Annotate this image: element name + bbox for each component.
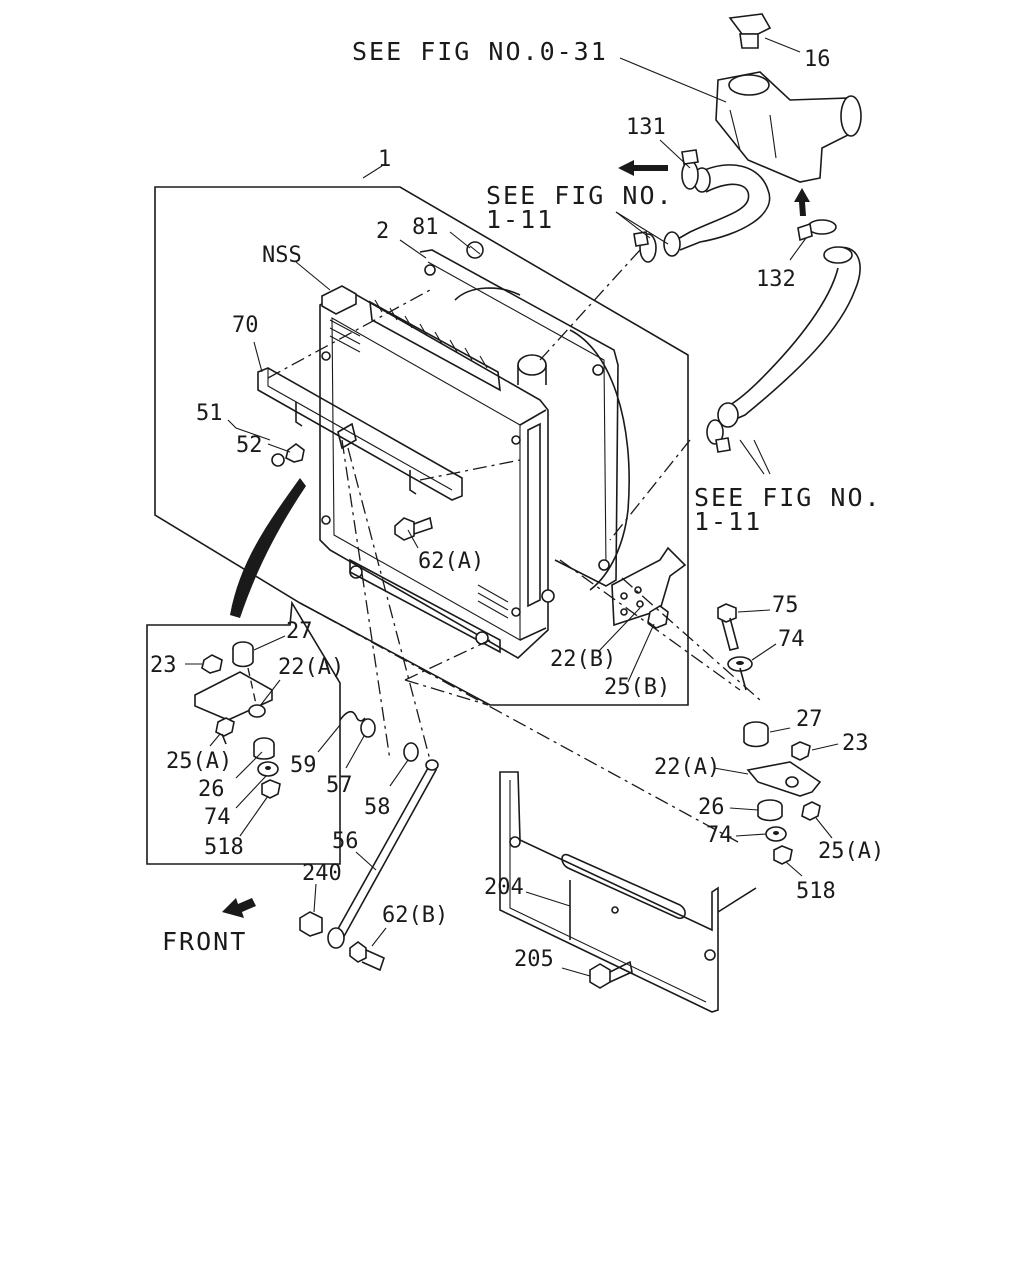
reference-fig-1-11-top-line2: 1-11 — [486, 205, 554, 234]
clamp-upper-hose — [633, 231, 657, 263]
front-label: FRONT — [162, 927, 247, 956]
reference-fig-1-11-top-line1: SEE FIG NO. — [486, 181, 674, 210]
upper-bracket-70 — [257, 367, 463, 501]
label-part-132: 132 — [756, 267, 796, 292]
label-part-22a-inset: 22(A) — [278, 655, 344, 680]
bolt-62a — [394, 516, 433, 541]
label-part-23-inset: 23 — [150, 653, 177, 678]
label-part-74-right: 74 — [706, 823, 733, 848]
label-part-25a-inset: 25(A) — [166, 749, 232, 774]
label-part-52: 52 — [236, 433, 263, 458]
label-part-240: 240 — [302, 861, 342, 886]
label-part-22b: 22(B) — [550, 647, 616, 672]
label-part-26-inset: 26 — [198, 777, 225, 802]
clamp-132 — [797, 219, 837, 242]
label-part-75: 75 — [772, 593, 799, 618]
label-part-58: 58 — [364, 795, 391, 820]
fan-shroud — [419, 249, 630, 591]
center-lines — [267, 249, 761, 913]
label-part-23-right: 23 — [842, 731, 869, 756]
bolt-81 — [466, 241, 484, 259]
upper-hose — [663, 164, 771, 257]
washer-58 — [403, 742, 419, 762]
arrow-up-icon — [794, 188, 810, 216]
label-part-51: 51 — [196, 401, 223, 426]
bracket-panel-204 — [499, 771, 719, 1013]
label-part-57: 57 — [326, 773, 353, 798]
nut-240 — [299, 911, 345, 949]
radiator-core — [319, 289, 555, 659]
label-part-nss: NSS — [262, 243, 302, 268]
bolt-62b — [349, 941, 385, 972]
label-part-74-inset: 74 — [204, 805, 231, 830]
label-part-74-top: 74 — [778, 627, 805, 652]
label-part-2: 2 — [376, 219, 389, 244]
thermostat-housing — [715, 71, 862, 183]
assembly-outline — [154, 186, 689, 706]
label-part-27-inset: 27 — [286, 619, 313, 644]
label-part-25a-right: 25(A) — [818, 839, 884, 864]
nut-25b — [647, 605, 669, 629]
reference-fig-0-31: SEE FIG NO.0-31 — [352, 37, 608, 66]
label-part-131: 131 — [626, 115, 666, 140]
label-part-16: 16 — [804, 47, 831, 72]
label-part-70: 70 — [232, 313, 259, 338]
leader-lines — [185, 37, 839, 977]
detail-inset — [146, 478, 341, 865]
inset-parts — [194, 641, 281, 799]
label-part-81: 81 — [412, 215, 439, 240]
label-part-25b: 25(B) — [604, 675, 670, 700]
label-part-518-right: 518 — [796, 879, 836, 904]
nss-part — [321, 285, 357, 315]
label-part-1: 1 — [378, 147, 391, 172]
label-part-518-inset: 518 — [204, 835, 244, 860]
label-part-59: 59 — [290, 753, 317, 778]
label-part-26-right: 26 — [698, 795, 725, 820]
label-part-205: 205 — [514, 947, 554, 972]
bolt-75 — [717, 603, 739, 651]
lower-hose — [717, 246, 861, 428]
label-part-62b: 62(B) — [382, 903, 448, 928]
reference-fig-1-11-right-line2: 1-11 — [694, 507, 762, 536]
label-part-27-right: 27 — [796, 707, 823, 732]
arrow-left-icon — [618, 160, 668, 176]
label-part-204: 204 — [484, 875, 524, 900]
washer-52 — [271, 443, 305, 467]
reference-fig-1-11-right-line1: SEE FIG NO. — [694, 483, 882, 512]
clamp-lower-hose — [706, 419, 731, 453]
bracket-22b — [611, 546, 687, 627]
bolt-205 — [589, 960, 633, 989]
clamp-131 — [681, 149, 699, 190]
spring-59 — [339, 710, 366, 722]
right-mount-parts — [743, 721, 822, 865]
label-part-22a-right: 22(A) — [654, 755, 720, 780]
label-part-62a: 62(A) — [418, 549, 484, 574]
front-arrow-icon — [222, 898, 256, 918]
label-part-56: 56 — [332, 829, 359, 854]
washer-57 — [360, 718, 376, 738]
radiator-cap-16 — [728, 13, 772, 49]
